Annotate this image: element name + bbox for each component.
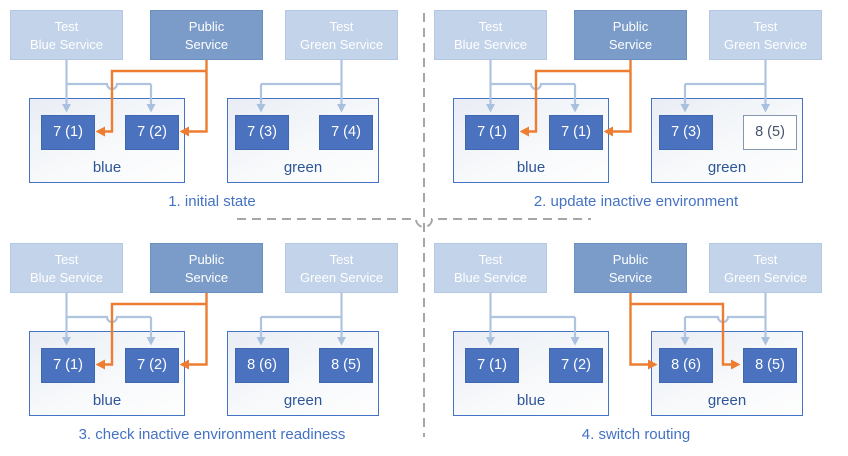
service-label-line: Green Service bbox=[723, 37, 808, 52]
pod: 7 (1) bbox=[465, 348, 519, 383]
service-label-line: Service bbox=[184, 37, 229, 52]
panel-3-check-inactive-environment-readiness: Test Blue Service Public Service Test Gr… bbox=[0, 233, 424, 456]
public-service-box: Public Service bbox=[574, 243, 687, 293]
pod: 7 (1) bbox=[41, 115, 95, 150]
panel-caption: 1. initial state bbox=[168, 193, 256, 210]
blue-environment-box: 7 (1) 7 (2) blue bbox=[29, 98, 185, 183]
environment-label: blue bbox=[92, 392, 122, 409]
pod: 8 (6) bbox=[235, 348, 289, 383]
service-label-line: Public bbox=[188, 19, 225, 34]
test-blue-service-box: Test Blue Service bbox=[434, 10, 547, 60]
service-label-line: Green Service bbox=[723, 270, 808, 285]
service-label-line: Test bbox=[478, 252, 503, 267]
public-service-box: Public Service bbox=[150, 243, 263, 293]
environment-label: green bbox=[283, 392, 323, 409]
pod: 7 (3) bbox=[659, 115, 713, 150]
service-label-line: Test bbox=[753, 252, 778, 267]
pod: 7 (1) bbox=[549, 115, 603, 150]
pod: 7 (4) bbox=[319, 115, 373, 150]
test-blue-service-box: Test Blue Service bbox=[434, 243, 547, 293]
pod: 8 (5) bbox=[743, 348, 797, 383]
service-label-line: Public bbox=[188, 252, 225, 267]
blue-environment-box: 7 (1) 7 (2) blue bbox=[453, 331, 609, 416]
public-service-box: Public Service bbox=[150, 10, 263, 60]
service-label-line: Test bbox=[478, 19, 503, 34]
pod: 8 (5) bbox=[319, 348, 373, 383]
service-label-line: Service bbox=[608, 37, 653, 52]
service-label-line: Blue Service bbox=[454, 37, 527, 52]
pod-new-version: 8 (5) bbox=[743, 115, 797, 150]
service-label-line: Service bbox=[608, 270, 653, 285]
service-label-line: Blue Service bbox=[454, 270, 527, 285]
pod: 7 (3) bbox=[235, 115, 289, 150]
service-label-line: Test bbox=[329, 19, 354, 34]
panel-caption: 4. switch routing bbox=[581, 426, 691, 443]
service-label-line: Test bbox=[54, 19, 79, 34]
blue-environment-box: 7 (1) 7 (2) blue bbox=[29, 331, 185, 416]
environment-label: green bbox=[283, 159, 323, 176]
panel-2-update-inactive-environment: Test Blue Service Public Service Test Gr… bbox=[424, 0, 848, 223]
service-label-line: Green Service bbox=[299, 270, 384, 285]
test-green-service-box: Test Green Service bbox=[709, 243, 822, 293]
pod: 7 (2) bbox=[549, 348, 603, 383]
environment-label: blue bbox=[516, 159, 546, 176]
green-environment-box: 7 (3) 7 (4) green bbox=[227, 98, 379, 183]
pod: 8 (6) bbox=[659, 348, 713, 383]
pod: 7 (1) bbox=[41, 348, 95, 383]
panel-4-switch-routing: Test Blue Service Public Service Test Gr… bbox=[424, 233, 848, 456]
test-blue-service-box: Test Blue Service bbox=[10, 243, 123, 293]
pod: 7 (2) bbox=[125, 348, 179, 383]
green-environment-box: 7 (3) 8 (5) green bbox=[651, 98, 803, 183]
environment-label: green bbox=[707, 392, 747, 409]
service-label-line: Test bbox=[54, 252, 79, 267]
test-green-service-box: Test Green Service bbox=[709, 10, 822, 60]
service-label-line: Test bbox=[753, 19, 778, 34]
test-green-service-box: Test Green Service bbox=[285, 243, 398, 293]
service-label-line: Public bbox=[612, 252, 649, 267]
green-environment-box: 8 (6) 8 (5) green bbox=[227, 331, 379, 416]
pod: 7 (1) bbox=[465, 115, 519, 150]
pod: 7 (2) bbox=[125, 115, 179, 150]
test-green-service-box: Test Green Service bbox=[285, 10, 398, 60]
service-label-line: Service bbox=[184, 270, 229, 285]
test-blue-service-box: Test Blue Service bbox=[10, 10, 123, 60]
panel-caption: 2. update inactive environment bbox=[533, 193, 739, 210]
environment-label: blue bbox=[516, 392, 546, 409]
environment-label: blue bbox=[92, 159, 122, 176]
service-label-line: Test bbox=[329, 252, 354, 267]
blue-environment-box: 7 (1) 7 (1) blue bbox=[453, 98, 609, 183]
panel-1-initial-state: Test Blue Service Public Service Test Gr… bbox=[0, 0, 424, 223]
service-label-line: Green Service bbox=[299, 37, 384, 52]
service-label-line: Blue Service bbox=[30, 37, 103, 52]
service-label-line: Public bbox=[612, 19, 649, 34]
panel-caption: 3. check inactive environment readiness bbox=[78, 426, 346, 443]
green-environment-box: 8 (6) 8 (5) green bbox=[651, 331, 803, 416]
service-label-line: Blue Service bbox=[30, 270, 103, 285]
environment-label: green bbox=[707, 159, 747, 176]
public-service-box: Public Service bbox=[574, 10, 687, 60]
